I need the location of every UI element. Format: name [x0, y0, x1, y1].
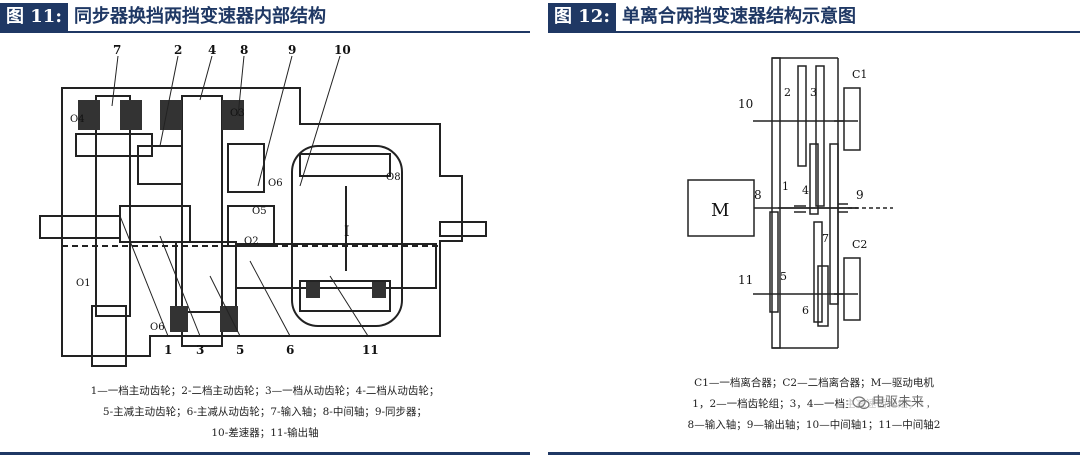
- caption-line: 8—输入轴；9—输出轴；10—中间轴1；11—中间轴2: [687, 419, 941, 431]
- caption-line: 10-差速器；11-输出轴: [211, 427, 319, 439]
- figure-12-panel: 图 12:单离合两挡变速器结构示意图: [548, 0, 1080, 455]
- part-number: 8: [754, 188, 762, 202]
- part-number: 2: [784, 86, 791, 99]
- figure-12-bottom-rule: [548, 452, 1080, 455]
- figure-11-tag: 图 11:: [0, 3, 68, 31]
- figure-12-title: 单离合两挡变速器结构示意图: [621, 6, 856, 27]
- figure-11-caption: 1—一档主动齿轮；2-二档主动齿轮；3—一档从动齿轮；4-二档从动齿轮； 5-主…: [0, 381, 530, 444]
- part-number: 11: [738, 273, 753, 287]
- figure-12-header: 图 12:单离合两挡变速器结构示意图: [548, 3, 1080, 33]
- single-clutch-schematic: M 10 11 8 9 1 2 3 4 5 6 7 C1 C2: [687, 57, 893, 349]
- figure-11-title: 同步器换挡两挡变速器内部结构: [73, 6, 326, 27]
- callout-8: 8: [240, 43, 248, 57]
- bearing-label: O6: [150, 322, 165, 333]
- gearbox-cross-section-drawing: 7 2 4 8 9 10 1 3 5 6 11 O4 O3 O6 O5 O2 O…: [39, 43, 487, 367]
- caption-line: C1—一档离合器；C2—二档离合器；M—驱动电机: [694, 377, 934, 389]
- wechat-icon: [852, 395, 870, 409]
- bearing-label: O5: [252, 206, 267, 217]
- caption-line: 1，2—一档齿轮组；3，4—一档主减速齿轮组；1，: [692, 398, 936, 410]
- bearing-label: O1: [76, 278, 91, 289]
- bearing-label: O4: [70, 114, 85, 125]
- bearing-label: O8: [386, 172, 401, 183]
- callout-11: 11: [362, 343, 379, 357]
- figure-12-tag: 图 12:: [548, 3, 616, 31]
- part-number: 1: [782, 180, 789, 193]
- figure-11-header: 图 11:同步器换挡两挡变速器内部结构: [0, 3, 530, 33]
- bearing-label: O6: [268, 178, 283, 189]
- part-number: 3: [810, 86, 817, 99]
- callout-6: 6: [286, 343, 294, 357]
- figure-11-bottom-rule: [0, 452, 530, 455]
- part-number: 6: [802, 304, 809, 317]
- caption-line: 5-主减主动齿轮；6-主减从动齿轮；7-输入轴；8-中间轴；9-同步器；: [102, 406, 428, 418]
- part-number: 9: [856, 188, 864, 202]
- callout-1: 1: [164, 343, 172, 357]
- watermark: 电驱未来: [848, 392, 929, 414]
- part-number: 5: [780, 270, 787, 283]
- callout-3: 3: [196, 343, 204, 357]
- clutch-label: C1: [852, 68, 867, 81]
- clutch-c2: [843, 257, 861, 321]
- motor-label: M: [711, 200, 729, 221]
- part-number: 10: [738, 97, 753, 111]
- bearing-label: O2: [244, 236, 259, 247]
- clutch-label: C2: [852, 238, 867, 251]
- callout-4: 4: [208, 43, 216, 57]
- callout-2: 2: [174, 43, 182, 57]
- figure-12-caption: C1—一档离合器；C2—二档离合器；M—驱动电机 1，2—一档齿轮组；3，4—一…: [548, 373, 1080, 436]
- callout-10: 10: [334, 43, 351, 57]
- callout-9: 9: [288, 43, 296, 57]
- center-label: I: [344, 224, 350, 240]
- part-number: 4: [802, 184, 809, 197]
- caption-line: 1—一档主动齿轮；2-二档主动齿轮；3—一档从动齿轮；4-二档从动齿轮；: [90, 385, 440, 397]
- watermark-text: 电驱未来: [872, 395, 925, 410]
- figure-11-panel: 图 11:同步器换挡两挡变速器内部结构: [0, 0, 530, 455]
- callout-5: 5: [236, 343, 244, 357]
- bearing-label: O3: [230, 108, 245, 119]
- clutch-c1: [843, 87, 861, 151]
- callout-7: 7: [113, 43, 121, 57]
- part-number: 7: [822, 232, 829, 245]
